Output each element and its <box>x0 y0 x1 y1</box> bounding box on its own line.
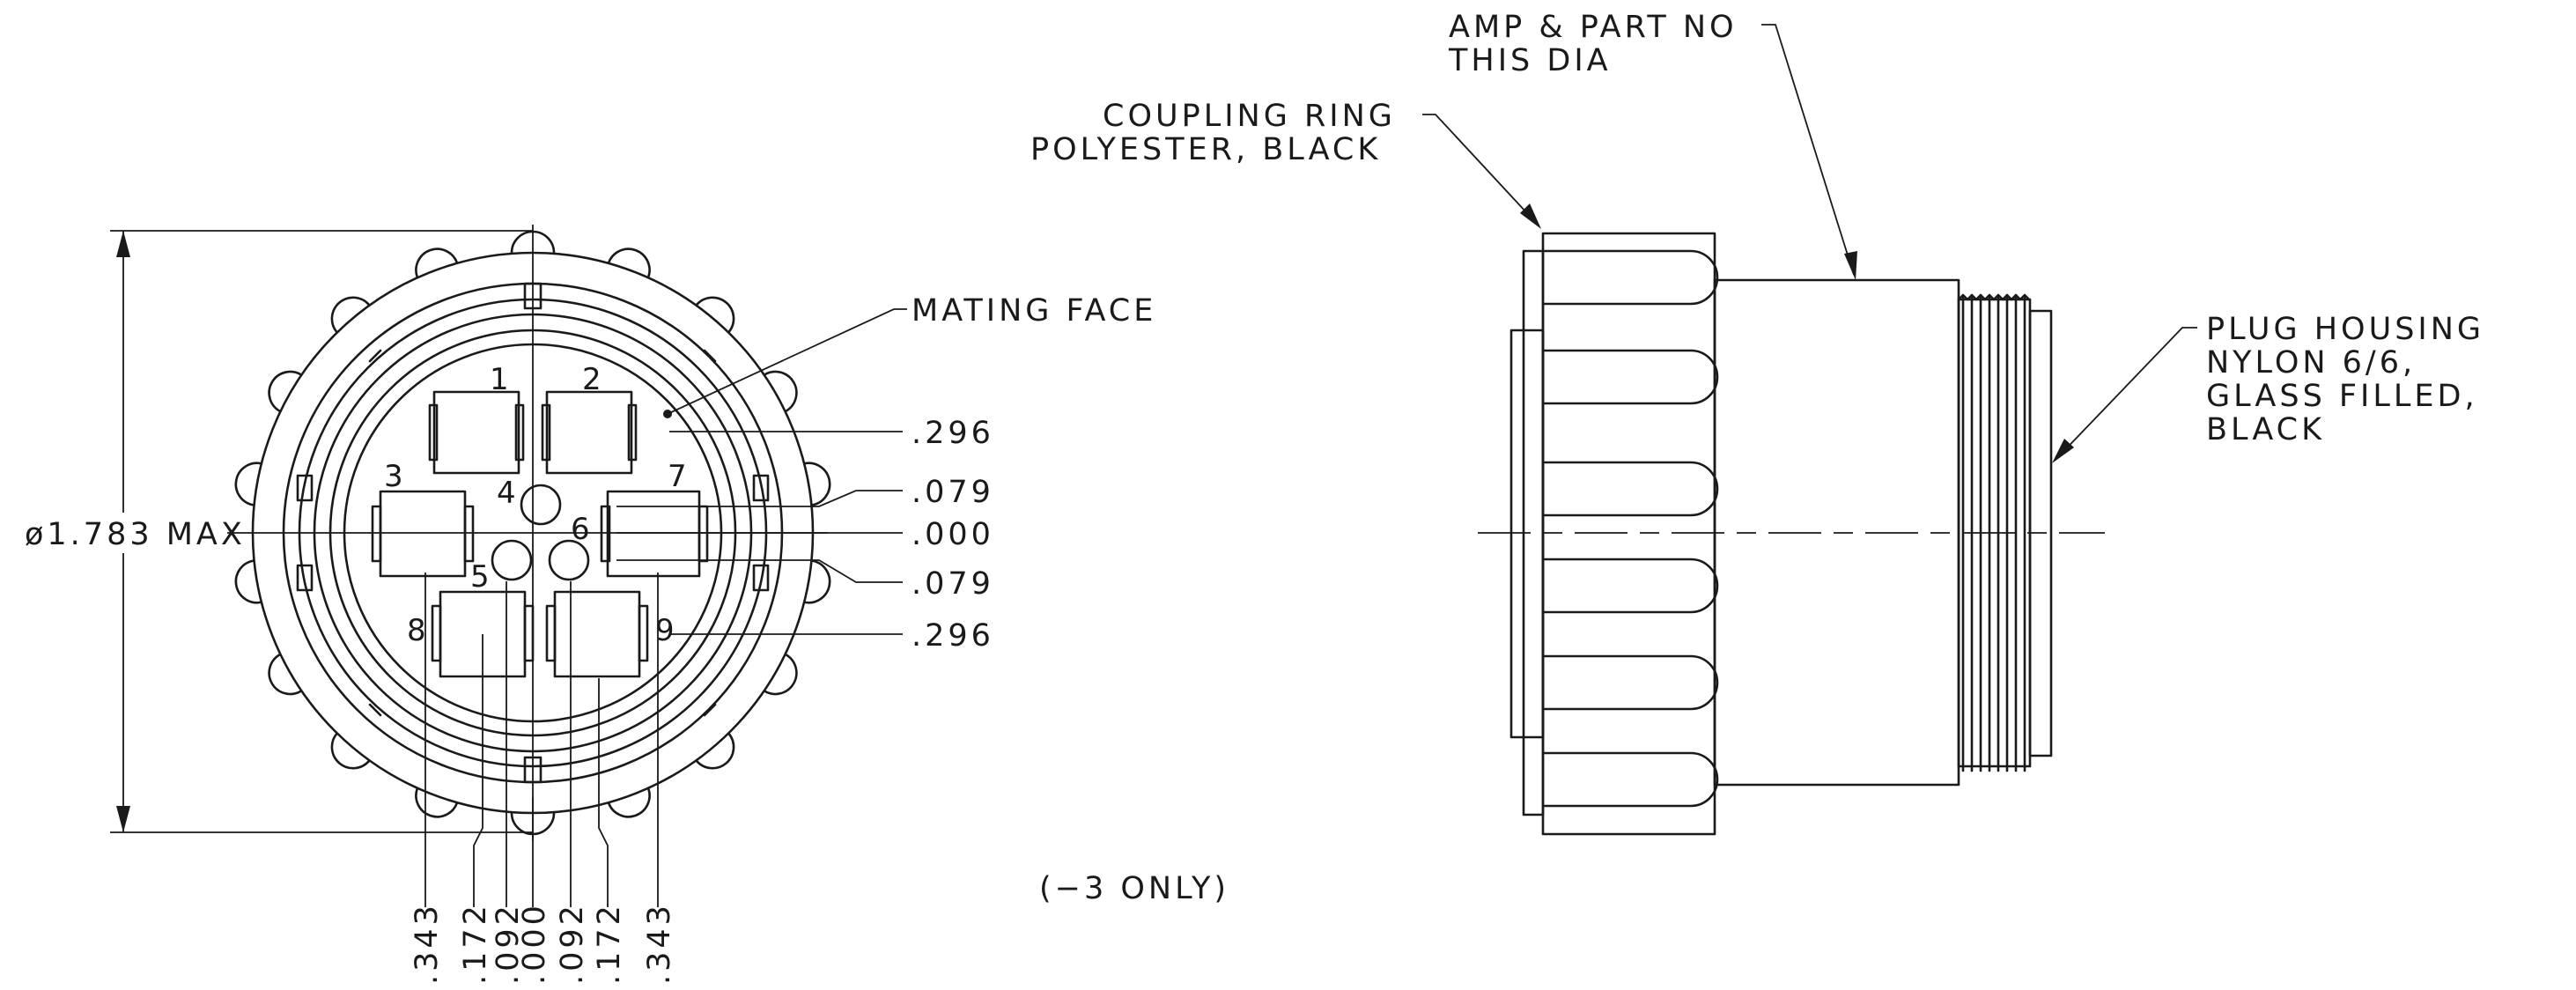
ring-bump <box>803 559 831 604</box>
horizontal-dim-leaders <box>424 573 659 907</box>
amp-part-label-1: AMP & PART NO <box>1449 10 1738 45</box>
pin-label-4: 4 <box>497 476 516 511</box>
amp-part-label-2: THIS DIA <box>1448 43 1612 78</box>
pin-label-8: 8 <box>407 613 426 648</box>
pin-label-3: 3 <box>384 459 403 494</box>
plug-housing-label-4: BLACK <box>2206 412 2325 447</box>
ring-bump <box>607 787 651 818</box>
pin-label-5: 5 <box>470 559 490 595</box>
ring-bump <box>803 462 831 506</box>
plug-housing-label-3: GLASS FILLED, <box>2206 379 2478 414</box>
coupling-rib <box>1541 654 1719 711</box>
coupling-rib <box>1541 249 1719 306</box>
ring-bump <box>330 296 371 334</box>
plug-housing-label-1: PLUG HOUSING <box>2206 312 2484 347</box>
coupling-ring-label-2: POLYESTER, BLACK <box>1030 132 1381 167</box>
hdim-7: .343 <box>642 902 677 985</box>
vdim-lower: .079 <box>912 566 994 602</box>
ring-bump <box>764 370 798 413</box>
round-contacts <box>491 484 590 581</box>
amp-part-leader <box>1761 24 1855 276</box>
hdim-3: .092 <box>491 902 526 985</box>
diameter-label: ø1.783 MAX <box>25 517 246 552</box>
pin-label-1: 1 <box>490 362 509 397</box>
hdim-4: .000 <box>517 902 552 985</box>
vdim-top: .296 <box>912 416 994 451</box>
coupling-ring-body <box>1541 232 1716 836</box>
hdim-5: .092 <box>555 902 590 985</box>
ring-bump <box>764 653 798 696</box>
coupling-ring-label-1: COUPLING RING <box>1103 99 1396 134</box>
coupling-ring-leader <box>1422 114 1539 225</box>
ring-bump <box>234 559 262 604</box>
mating-face-label: MATING FACE <box>912 293 1156 329</box>
side-view: AMP & PART NO THIS DIA COUPLING RING POL… <box>1030 10 2484 836</box>
hdim-6: .172 <box>592 902 627 985</box>
pin-label-2: 2 <box>582 362 602 397</box>
ring-bump <box>695 296 735 334</box>
mating-face-leader <box>668 308 907 414</box>
hdim-1: .343 <box>410 902 445 985</box>
coupling-rib <box>1541 751 1719 808</box>
ring-bump <box>607 248 651 278</box>
coupling-rib <box>1541 461 1719 517</box>
vertical-dim-leaders <box>616 431 903 635</box>
ring-bump <box>415 248 459 278</box>
ring-bump <box>415 787 459 818</box>
vdim-center: .000 <box>912 517 994 552</box>
plug-housing-leader <box>2055 327 2197 461</box>
vdim-upper: .079 <box>912 475 994 510</box>
contact-cavities <box>371 390 709 678</box>
ring-bump <box>330 732 371 770</box>
plug-housing-label-2: NYLON 6/6, <box>2206 345 2416 380</box>
ring-bump <box>268 653 302 696</box>
variant-note: (−3 ONLY) <box>1039 871 1229 906</box>
diameter-dimension: ø1.783 MAX <box>16 230 533 833</box>
coupling-ring-ribs <box>1541 249 1719 808</box>
ring-bump <box>695 732 735 770</box>
hdim-2: .172 <box>458 902 493 985</box>
vdim-bottom: .296 <box>912 618 994 654</box>
coupling-rib <box>1541 349 1719 405</box>
ring-bump <box>268 370 302 413</box>
ring-bump <box>234 462 262 506</box>
keying-slots <box>296 282 770 784</box>
pin-label-6: 6 <box>571 512 590 547</box>
front-view: 1 2 3 4 5 6 7 8 9 MATING FACE ø1.783 MAX <box>16 225 1156 985</box>
pin-label-9: 9 <box>655 613 675 648</box>
coupling-rib <box>1541 558 1719 614</box>
pin-label-7: 7 <box>668 459 687 494</box>
